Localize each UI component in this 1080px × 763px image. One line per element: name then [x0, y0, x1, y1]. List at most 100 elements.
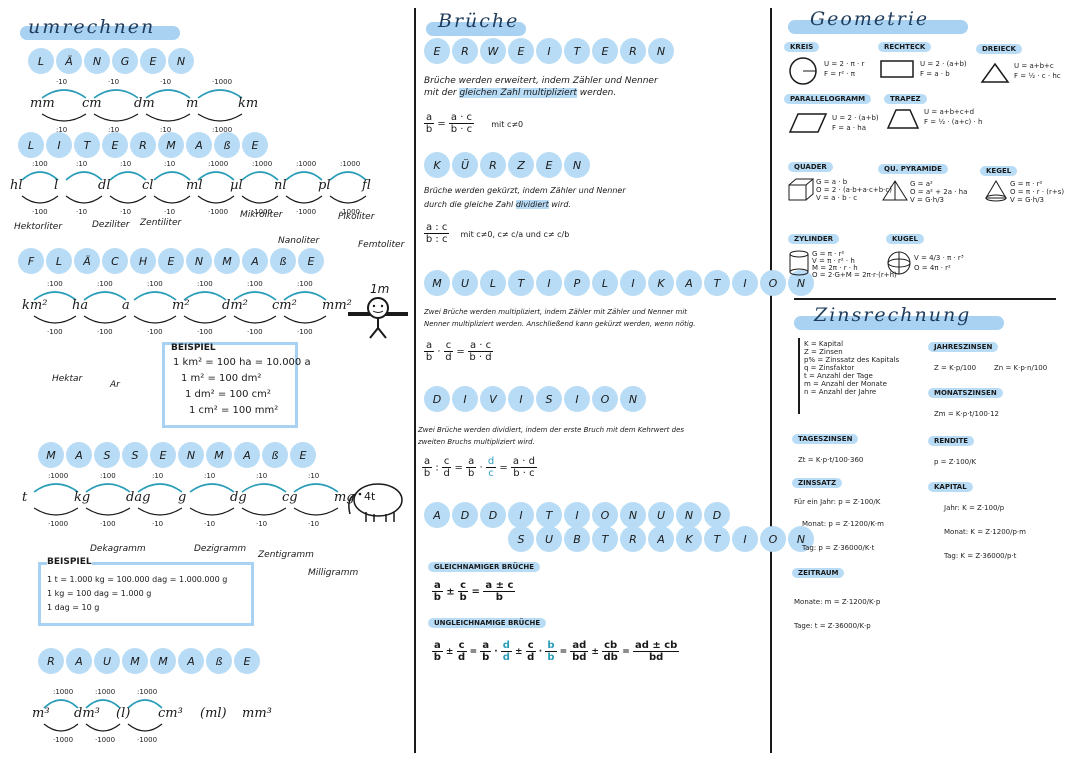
parallelogramm-formula: U = 2 · (a+b): [832, 114, 879, 122]
up-arrow: [93, 89, 139, 99]
tag-quader: QUADER: [788, 162, 833, 172]
heading-letter: N: [84, 48, 110, 74]
unit-name-label: Femtoliter: [358, 240, 405, 250]
heading-letter: I: [620, 270, 646, 296]
factor-label: ·10: [308, 520, 320, 528]
heading-letter: M: [38, 442, 64, 468]
heading-letter: E: [290, 442, 316, 468]
heading-letter: T: [704, 270, 730, 296]
heading-letter: M: [150, 648, 176, 674]
up-arrow: [283, 291, 327, 301]
jahreszinsen-formula: Zn = K·p·n/100: [994, 364, 1048, 372]
heading-letter: A: [186, 132, 212, 158]
heading-letter: E: [536, 152, 562, 178]
heading-letter: R: [620, 526, 646, 552]
factor-label: :100: [247, 280, 263, 288]
unit-name-label: Zentiliter: [140, 218, 182, 228]
heading-letter: R: [130, 132, 156, 158]
unit-name-label: Zentigramm: [258, 550, 314, 560]
heading-letter: O: [592, 502, 618, 528]
factor-label: ·1000: [252, 208, 273, 216]
down-arrow: [197, 113, 243, 122]
heading-letter: A: [424, 502, 450, 528]
heading-letter: E: [140, 48, 166, 74]
title-highlight: [20, 26, 180, 40]
factor-label: ·100: [247, 328, 263, 336]
zinssatz-line: Monat: p = Z·1200/K·m: [802, 520, 884, 528]
up-arrow: [329, 171, 367, 181]
heading-letter: L: [592, 270, 618, 296]
unit-label: cm²: [272, 298, 297, 313]
factor-label: :100: [297, 280, 313, 288]
kegel-formula: O = π · r · (r+s): [1010, 188, 1065, 196]
heading-letter: N: [178, 442, 204, 468]
tag-zinssatz: ZINSSATZ: [792, 478, 843, 488]
pyramide-formula: G = a²: [910, 180, 933, 188]
factor-label: :10: [204, 472, 216, 480]
example-line: 1 kg = 100 dag = 1.000 g: [47, 589, 152, 598]
factor-label: :1000: [53, 688, 74, 696]
down-arrow: [329, 195, 367, 204]
down-arrow: [241, 195, 279, 204]
heading-letter: H: [130, 248, 156, 274]
heading-letter: M: [206, 442, 232, 468]
factor-label: ·100: [100, 520, 116, 528]
heading-letter: N: [620, 386, 646, 412]
up-arrow: [153, 171, 191, 181]
stick-figure-icon: [348, 297, 408, 339]
multiplikation-text: Zwei Brüche werden multipliziert, indem …: [424, 308, 688, 316]
cone-shape-icon: [985, 180, 1007, 202]
factor-label: ·10: [164, 208, 176, 216]
up-arrow: [127, 699, 163, 709]
down-arrow: [293, 507, 339, 516]
heading-letter: U: [452, 270, 478, 296]
heading-letter: I: [46, 132, 72, 158]
factor-label: ·10: [160, 78, 172, 86]
heading-letter: R: [480, 152, 506, 178]
heading-letter: L: [46, 248, 72, 274]
example-title: BEISPIEL: [47, 557, 92, 568]
up-arrow: [183, 291, 227, 301]
factor-label: ·10: [120, 208, 132, 216]
example-line: 1 km² = 100 ha = 10.000 a: [173, 357, 311, 368]
triangle-shape-icon: [980, 62, 1010, 83]
kapital-line: Monat: K = Z·1200/p·m: [944, 528, 1026, 536]
unit-label: hl: [10, 178, 23, 193]
kapital-line: Jahr: K = Z·100/p: [944, 504, 1005, 512]
conversion-arrows: [43, 699, 163, 732]
up-arrow: [21, 171, 59, 181]
tag-kreis: KREIS: [784, 42, 820, 52]
erweitern-text-2: mit der gleichen Zahl multipliziert werd…: [424, 88, 617, 98]
parallelogram-shape-icon: [788, 113, 828, 133]
factor-label: ·10: [76, 208, 88, 216]
unit-label: m³: [32, 706, 50, 721]
figure-label: 1m: [370, 282, 390, 296]
trapez-formula: F = ½ · (a+c) · h: [924, 118, 983, 126]
quader-formula: O = 2 · (a·b+a·c+b·c): [816, 186, 892, 194]
unit-label: cm: [82, 96, 102, 111]
gleichnamig-title: GLEICHNAMIGER BRÜCHE: [428, 562, 540, 572]
down-arrow: [189, 507, 235, 516]
down-arrow: [183, 315, 227, 324]
heading-letter: V: [480, 386, 506, 412]
heading-letter: Ä: [74, 248, 100, 274]
unit-label: dm³: [74, 706, 100, 721]
heading-letter: I: [452, 386, 478, 412]
heading-letter: M: [424, 270, 450, 296]
unit-label: µl: [230, 178, 243, 193]
heading-letter: A: [234, 442, 260, 468]
pyramide-formula: V = G·h/3: [910, 196, 945, 204]
kuerzen-text-2: durch die gleiche Zahl dividiert wird.: [424, 200, 571, 209]
tag-parallelogramm: PARALLELOGRAMM: [784, 94, 872, 104]
unit-label: dm²: [222, 298, 248, 313]
unit-label: fl: [362, 178, 371, 193]
down-arrow: [133, 315, 177, 324]
heading-letter: E: [234, 648, 260, 674]
factor-label: :1000: [296, 160, 317, 168]
heading-letter: I: [508, 386, 534, 412]
legend-item: t = Anzahl der Tage: [804, 372, 873, 380]
